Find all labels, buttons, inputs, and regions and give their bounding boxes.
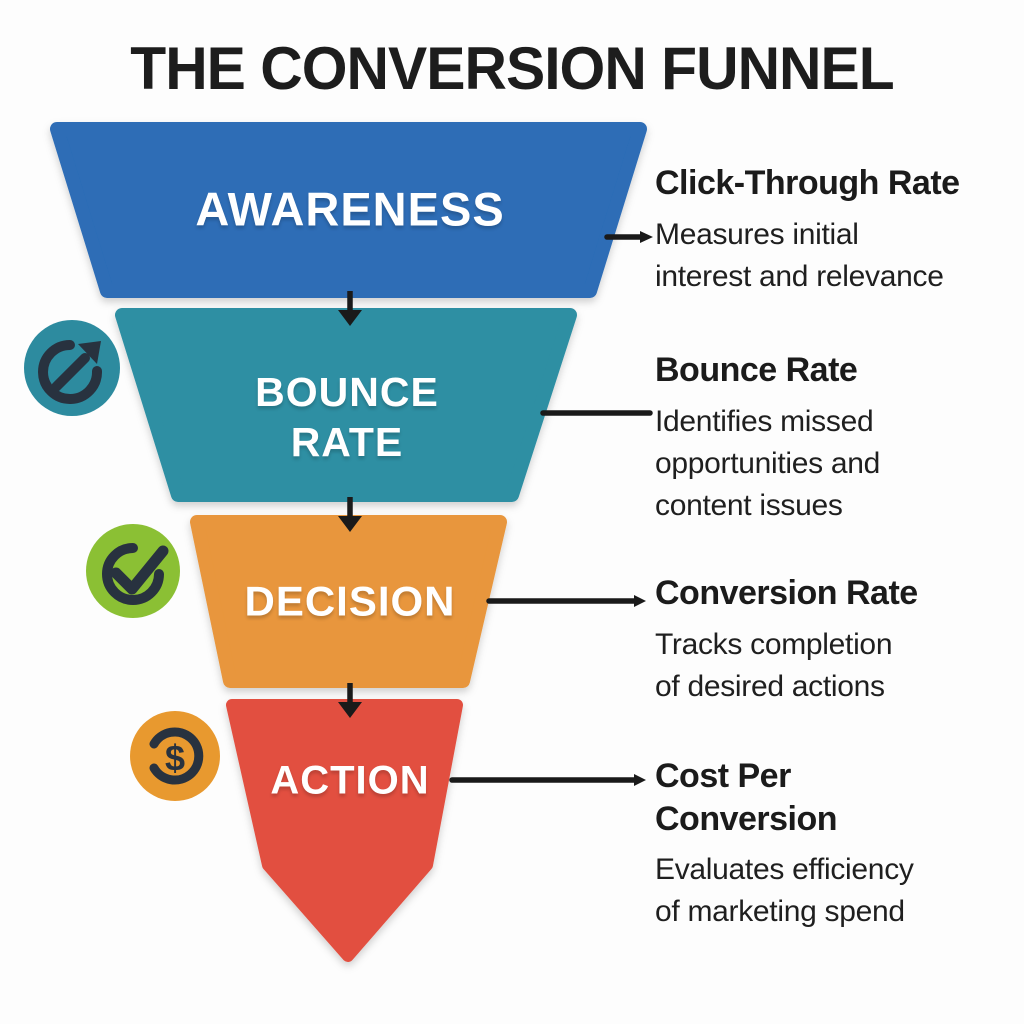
stage-label-bounce-rate: BOUNCE RATE	[255, 368, 439, 465]
connector-awareness-arrow-icon	[640, 231, 653, 243]
stage-label-action: ACTION	[270, 758, 430, 803]
down-arrow-1-head-icon	[338, 310, 362, 326]
stage-label-decision: DECISION	[244, 577, 456, 625]
funnel-stage-bounce-rate-shape	[115, 308, 577, 502]
bounce-icon-arrow-shaft	[51, 353, 90, 392]
dollar-icon-ring	[149, 727, 204, 785]
annotation-bounce-rate: Bounce Rate Identifies missed opportunit…	[655, 349, 1011, 527]
check-icon-ring	[102, 543, 164, 605]
metric-description: Tracks completion of desired actions	[655, 627, 893, 703]
bounce-icon-arrow-head	[78, 341, 101, 364]
annotation-cost-per-conversion: Cost Per Conversion Evaluates efficiency…	[655, 755, 1011, 933]
metric-heading: Cost Per Conversion	[655, 757, 838, 838]
funnel-stage-awareness-shape	[50, 122, 647, 298]
check-circle-icon	[86, 524, 180, 618]
connector-decision-arrow-icon	[634, 595, 646, 607]
down-arrow-2-head-icon	[338, 516, 362, 532]
stage-label-awareness: AWARENESS	[195, 182, 505, 236]
check-icon-checkmark	[110, 545, 169, 595]
funnel-stage-action-shape	[226, 699, 463, 962]
metric-description: Evaluates efficiency of marketing spend	[655, 853, 914, 928]
bounce-exit-arrow-icon	[24, 320, 120, 416]
bounce-icon-ring	[38, 340, 103, 404]
metric-heading: Bounce Rate	[655, 351, 858, 389]
annotation-conversion-rate: Conversion Rate Tracks completion of des…	[655, 572, 1011, 708]
annotation-click-through-rate: Click-Through Rate Measures initial inte…	[655, 162, 1011, 298]
cost-dollar-icon: $	[130, 711, 220, 801]
metric-description: Identifies missed opportunities and cont…	[655, 404, 881, 522]
dollar-icon-circle	[130, 711, 220, 801]
dollar-icon-symbol: $	[165, 738, 185, 779]
flow-arrows	[338, 291, 362, 718]
annotation-connectors	[449, 231, 653, 786]
metric-heading: Conversion Rate	[655, 574, 918, 612]
connector-action-arrow-icon	[634, 774, 646, 786]
page-title: THE CONVERSION FUNNEL	[130, 35, 894, 102]
metric-heading: Click-Through Rate	[655, 164, 960, 202]
check-icon-circle	[86, 524, 180, 618]
metric-description: Measures initial interest and relevance	[655, 217, 944, 293]
funnel-stage-decision-shape	[190, 515, 507, 688]
down-arrow-3-head-icon	[338, 702, 362, 718]
